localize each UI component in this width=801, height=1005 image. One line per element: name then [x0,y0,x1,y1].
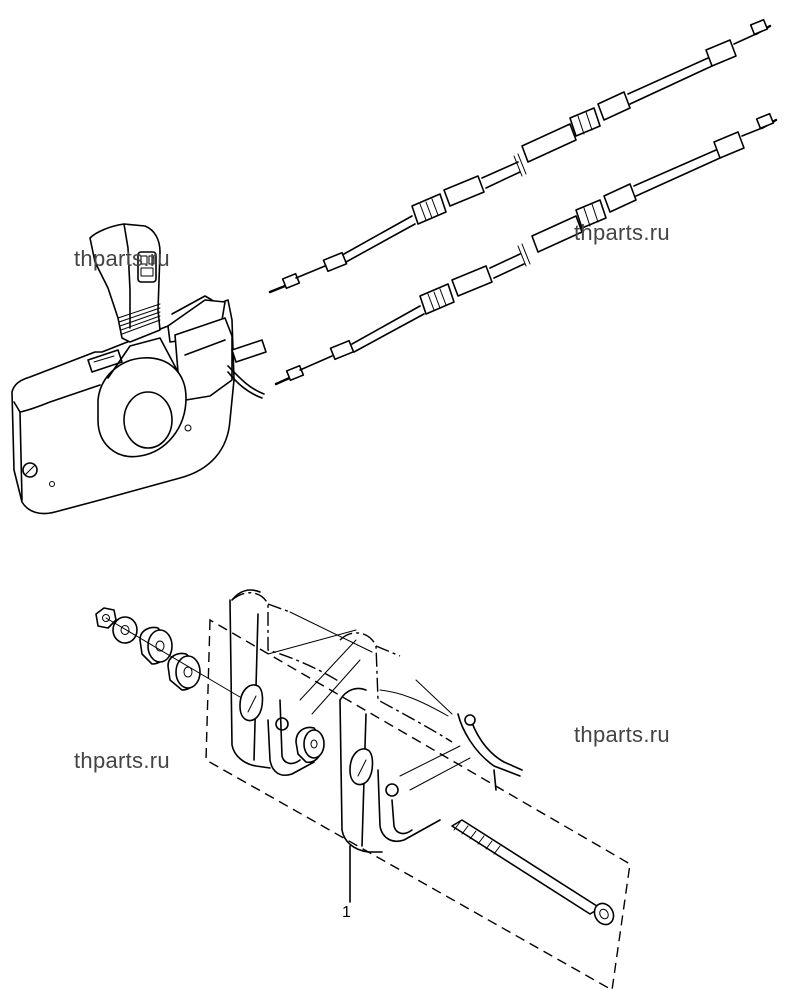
watermark-top-left: thparts.ru [74,246,170,271]
shift-cable [274,112,778,386]
watermark-bottom-right: thparts.ru [574,722,670,747]
mounting-hardware [95,607,246,701]
transom-brackets [229,589,523,853]
throttle-cable [268,18,772,294]
through-bolt [451,819,615,926]
watermark-bottom-left: thparts.ru [74,748,170,773]
watermark-top-right: thparts.ru [574,220,670,245]
remote-control-box [11,223,267,515]
callout-part-1: 1 [342,904,351,921]
assembly-boundary [205,618,631,992]
